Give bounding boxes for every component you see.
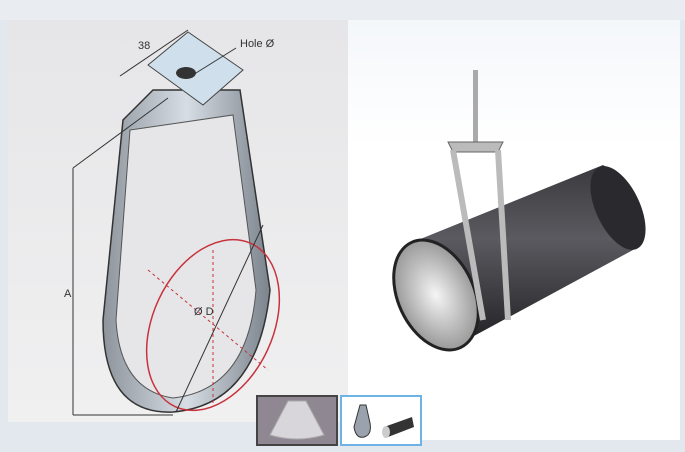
thumbnail-hanger-image bbox=[269, 400, 325, 440]
height-dimension-label: A bbox=[64, 288, 72, 300]
thumbnail-diagram-image bbox=[353, 404, 414, 438]
thumbnail-hanger-photo[interactable] bbox=[256, 395, 338, 446]
hole-label: Hole Ø bbox=[240, 38, 275, 50]
pipe-hanger-illustration bbox=[392, 70, 646, 352]
top-band bbox=[0, 0, 685, 20]
width-dimension-label: 38 bbox=[138, 40, 151, 52]
main-image-diagram: 38 Hole Ø A Ø D bbox=[8, 20, 348, 422]
main-image-pipe bbox=[348, 20, 680, 440]
thumbnail-diagram-and-pipe[interactable] bbox=[340, 395, 422, 446]
clevis-hanger-diagram bbox=[72, 29, 281, 416]
diameter-label: Ø D bbox=[194, 306, 214, 318]
